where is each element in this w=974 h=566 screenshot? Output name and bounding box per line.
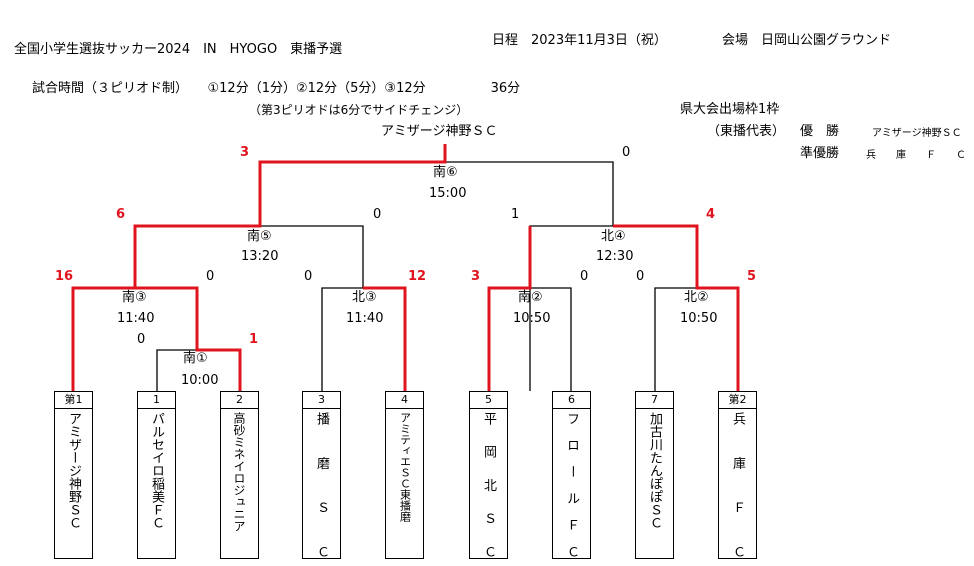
team-box: 1 パルセイロ稲美ＦＣ — [137, 391, 176, 559]
match-n3-label: 北③ — [352, 290, 377, 305]
schedule-text: 日程 2023年11月3日（祝） — [492, 33, 667, 48]
score-n4-right: 4 — [706, 207, 716, 222]
score-n2-left: 0 — [636, 269, 645, 284]
venue-text: 会場 日岡山公園グラウンド — [722, 33, 892, 48]
tournament-title: 全国小学生選抜サッカー2024 IN HYOGO 東播予選 — [14, 42, 343, 57]
bracket-line — [530, 287, 572, 391]
runnerup-label: 準優勝 — [800, 146, 840, 161]
score-n4-left: 1 — [511, 207, 520, 222]
match-s6-label: 南⑥ — [433, 165, 458, 180]
team-box: 5 平岡北ＳＣ — [469, 391, 508, 559]
score-s6-left: 3 — [240, 145, 250, 160]
score-s6-right: 0 — [622, 145, 631, 160]
score-s3-left: 16 — [55, 269, 74, 284]
match-s3-time: 11:40 — [117, 311, 155, 326]
score-s5-left: 6 — [116, 207, 126, 222]
match-s2-time: 10:50 — [513, 311, 551, 326]
team-box: 7 加古川たんぽぽＳＣ — [635, 391, 674, 559]
team-name: 播磨ＳＣ — [314, 412, 329, 558]
team-name: パルセイロ稲美ＦＣ — [149, 412, 164, 529]
team-seed: 2 — [221, 392, 258, 409]
match-n4-label: 北④ — [601, 229, 626, 244]
winner-line — [613, 224, 740, 391]
match-s6-time: 15:00 — [429, 186, 467, 201]
winner-line — [133, 144, 447, 288]
team-name: アミザージ神野ＳＣ — [66, 412, 81, 529]
bracket-line — [445, 161, 614, 226]
bracket-line — [654, 287, 697, 391]
match-n3-time: 11:40 — [346, 311, 384, 326]
score-s3-right: 0 — [206, 269, 215, 284]
team-seed: 第1 — [55, 392, 92, 409]
qualify-text: 県大会出場枠1枠 — [680, 102, 780, 117]
team-name: 平岡北ＳＣ — [481, 412, 496, 558]
bracket-line — [260, 225, 364, 288]
bracket-line — [156, 349, 197, 391]
team-seed: 第2 — [719, 392, 756, 409]
match-n4-time: 12:30 — [596, 249, 634, 264]
winner-label: 優 勝 — [800, 124, 840, 139]
team-seed: 6 — [553, 392, 590, 409]
match-s1-time: 10:00 — [181, 373, 219, 388]
match-s5-label: 南⑤ — [247, 229, 272, 244]
team-seed: 4 — [386, 392, 423, 409]
team-box: 2 高砂ミネイロジュニア — [220, 391, 259, 559]
score-s1-left: 0 — [137, 332, 146, 347]
match-time-text: 試合時間（３ピリオド制） ①12分（1分）②12分（5分）③12分 36分 — [32, 81, 521, 96]
score-n2-right: 5 — [747, 269, 757, 284]
team-box: 6 フロールＦＣ — [552, 391, 591, 559]
loser-paths — [134, 161, 697, 391]
winner-value: アミザージ神野ＳＣ — [872, 128, 962, 139]
winner-line — [363, 286, 407, 391]
score-n3-right: 12 — [408, 269, 427, 284]
team-seed: 5 — [470, 392, 507, 409]
match-s1-label: 南① — [183, 351, 208, 366]
match-s3-label: 南③ — [122, 290, 147, 305]
winner-line — [71, 286, 242, 391]
team-box: 第2 兵庫ＦＣ — [718, 391, 757, 559]
match-s5-time: 13:20 — [241, 249, 279, 264]
team-name: 高砂ミネイロジュニア — [232, 412, 246, 532]
score-s2-right: 0 — [580, 269, 589, 284]
team-name: フロールＦＣ — [564, 412, 579, 558]
team-seed: 7 — [636, 392, 673, 409]
score-s2-left: 3 — [471, 269, 481, 284]
score-n3-left: 0 — [304, 269, 313, 284]
representative-label: （東播代表） — [707, 124, 786, 139]
team-box: 4 アミティエＳＣ東播磨 — [385, 391, 424, 559]
team-box: 3 播磨ＳＣ — [302, 391, 341, 559]
team-name: アミティエＳＣ東播磨 — [398, 412, 412, 522]
team-box: 第1 アミザージ神野ＳＣ — [54, 391, 93, 559]
match-time-note: （第3ピリオドは6分でサイドチェンジ） — [249, 103, 469, 117]
team-name: 兵庫ＦＣ — [730, 412, 745, 558]
score-s5-right: 0 — [373, 207, 382, 222]
champion-name: アミザージ神野ＳＣ — [381, 124, 498, 139]
match-n2-time: 10:50 — [680, 311, 718, 326]
score-s1-right: 1 — [249, 332, 259, 347]
runnerup-value: 兵 庫 Ｆ Ｃ — [866, 150, 966, 161]
team-name: 加古川たんぽぽＳＣ — [647, 412, 662, 529]
winner-paths — [71, 144, 740, 391]
match-n2-label: 北② — [684, 290, 709, 305]
team-seed: 1 — [138, 392, 175, 409]
team-seed: 3 — [303, 392, 340, 409]
match-s2-label: 南② — [518, 290, 543, 305]
bracket-line — [321, 287, 363, 391]
winner-line — [487, 226, 532, 391]
